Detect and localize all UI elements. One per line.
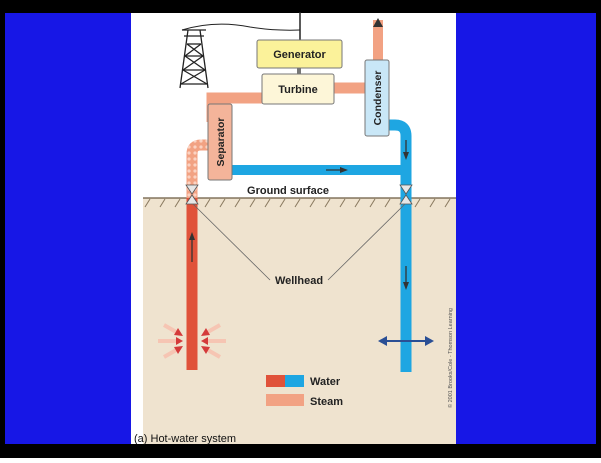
inflow-arrows-icon bbox=[158, 323, 226, 359]
copyright-notice: © 2001 Brooks/Cole - Thomson Learning bbox=[447, 308, 454, 408]
turbine-label: Turbine bbox=[278, 84, 318, 96]
turbine-box bbox=[261, 73, 335, 105]
wellhead-callout-right bbox=[327, 203, 406, 281]
pylon-icon bbox=[179, 29, 209, 89]
figure-caption: (a) Hot-water system bbox=[134, 433, 236, 445]
legend-water-label: Water bbox=[310, 376, 341, 388]
separator-box bbox=[207, 103, 233, 181]
power-line bbox=[181, 23, 301, 31]
slide-left-panel bbox=[5, 13, 131, 444]
wellhead-callout-left bbox=[192, 203, 271, 281]
generator-label: Generator bbox=[273, 49, 326, 61]
vent-arrow-icon bbox=[373, 18, 383, 27]
ground-hatching bbox=[144, 198, 451, 208]
condenser-outlet-pipe bbox=[386, 119, 412, 198]
wellhead-valve-left bbox=[185, 184, 199, 205]
wellhead-label: Wellhead bbox=[275, 275, 323, 287]
condenser-label: Condenser bbox=[372, 71, 384, 126]
legend-hot-water-swatch bbox=[266, 375, 285, 387]
legend-steam-swatch bbox=[266, 394, 304, 406]
condenser-box bbox=[364, 59, 390, 137]
legend-steam-label: Steam bbox=[310, 396, 343, 408]
wellhead-valve-right bbox=[399, 184, 413, 205]
legend: Water Steam bbox=[266, 375, 343, 408]
legend-cold-water-swatch bbox=[285, 375, 304, 387]
separator-inlet-bubbles bbox=[186, 139, 212, 198]
outflow-arrow-icon bbox=[378, 336, 434, 346]
ground-surface-label: Ground surface bbox=[247, 185, 329, 197]
separator-label: Separator bbox=[215, 117, 227, 166]
flow-arrows bbox=[326, 140, 409, 290]
slide-right-panel bbox=[456, 13, 596, 444]
